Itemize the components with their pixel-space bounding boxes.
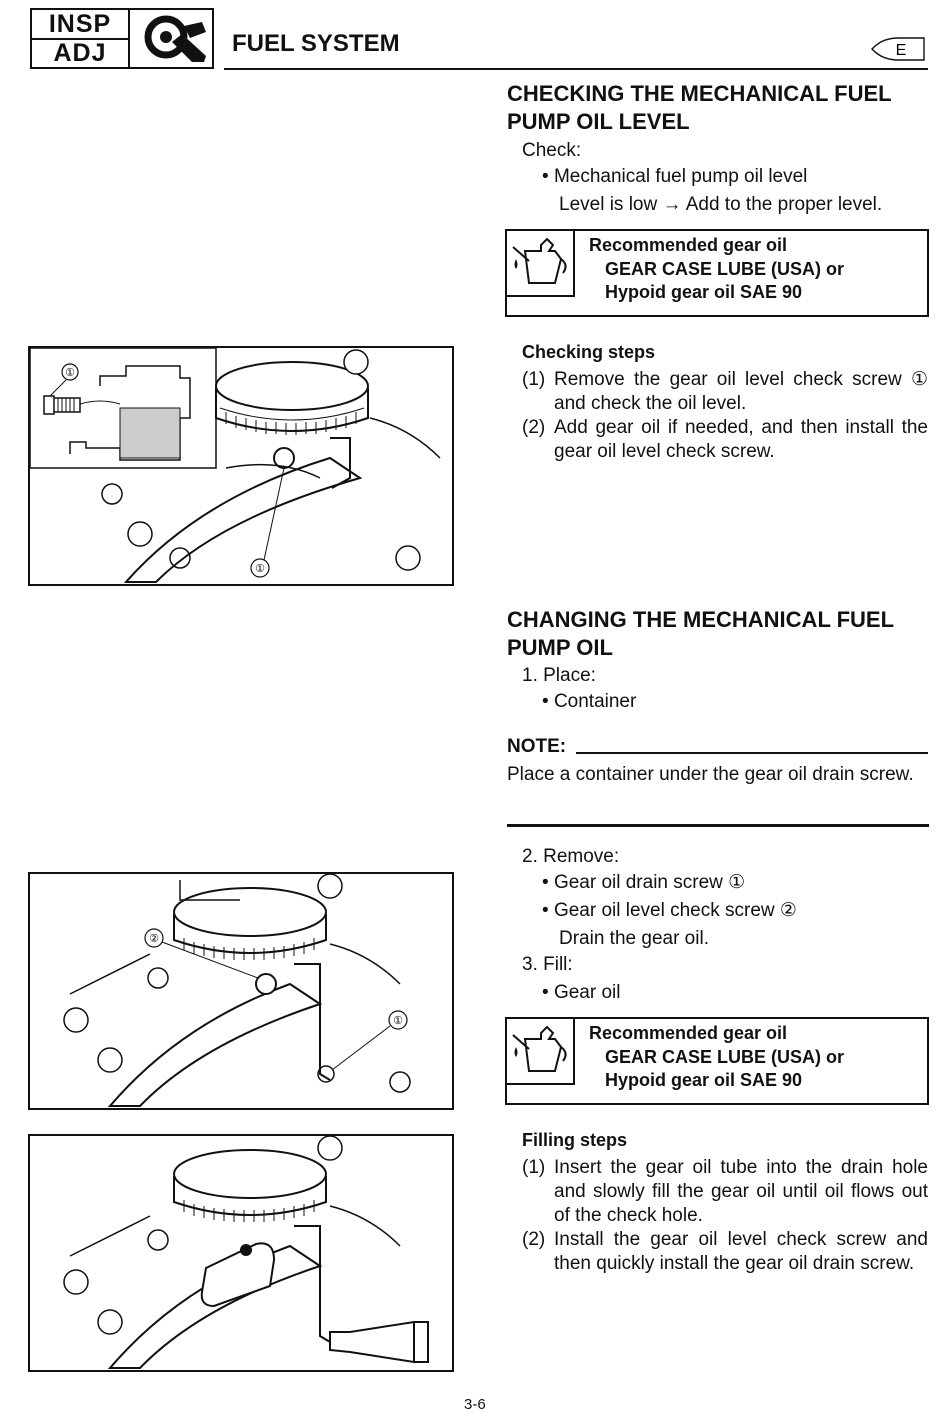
oil-can-icon [512, 237, 567, 284]
figure-drain-screws: ② ① [28, 872, 454, 1110]
check-bullet: • Mechanical fuel pump oil level [542, 166, 808, 187]
section-title: FUEL SYSTEM [232, 30, 400, 57]
checking-step-2-text: Add gear oil if needed, and then install… [554, 417, 928, 462]
lube-line3-2: Hypoid gear oil SAE 90 [605, 1070, 803, 1090]
check-label: Check: [522, 140, 582, 161]
language-badge-label: E [896, 42, 907, 59]
step1-bullet: • Container [542, 691, 637, 712]
checking-step-2-num: (2) [522, 417, 546, 438]
lube-recommendation-box-2: Recommended gear oil GEAR CASE LUBE (USA… [505, 1017, 929, 1105]
figure-1-drawing: ① ① [29, 347, 441, 583]
lube-title-1: Recommended gear oil [589, 235, 788, 255]
changing-title-line1: CHANGING THE MECHANICAL FUEL [507, 607, 895, 632]
wrench-inspection-icon [144, 15, 206, 62]
note-text: Place a container under the gear oil dra… [507, 764, 914, 785]
lube-icon-cell [507, 231, 575, 297]
filling-step-1-num: (1) [522, 1157, 546, 1178]
filling-step-1-text: Insert the gear oil tube into the drain … [554, 1157, 928, 1226]
filling-steps-title: Filling steps [522, 1130, 628, 1150]
note-label: NOTE: [507, 736, 567, 757]
step2-bullet2: • Gear oil level check screw ② [542, 900, 797, 921]
check-bullet-text: Mechanical fuel pump oil level [553, 166, 808, 187]
step2-label: 2. Remove: [522, 846, 620, 867]
step1-label: 1. Place: [522, 665, 596, 686]
container-shape [200, 1242, 276, 1308]
checking-title-line2: PUMP OIL LEVEL [507, 109, 690, 134]
checking-title-line1: CHECKING THE MECHANICAL FUEL [507, 81, 892, 106]
filling-step-1: (1) Insert the gear oil tube into the dr… [522, 1156, 930, 1228]
lube-line2-1: GEAR CASE LUBE (USA) or [605, 259, 845, 279]
check-bullet-note: Level is low → Add to the proper level. [559, 194, 883, 215]
figure-2-drawing: ② ① [63, 873, 411, 1107]
checking-step-1: (1) Remove the gear oil level check scre… [522, 368, 930, 416]
lube-line3-1: Hypoid gear oil SAE 90 [605, 282, 803, 302]
checking-step-1-num: (1) [522, 369, 546, 390]
lube-recommendation-box-1: Recommended gear oil GEAR CASE LUBE (USA… [505, 229, 929, 317]
step3-bullet-text: Gear oil [553, 982, 621, 1003]
lube-line2-2: GEAR CASE LUBE (USA) or [605, 1047, 845, 1067]
lube-title-2: Recommended gear oil [589, 1023, 788, 1043]
step3-bullet: • Gear oil [542, 982, 621, 1003]
filling-step-2: (2) Install the gear oil level check scr… [522, 1228, 930, 1300]
step2-note: Drain the gear oil. [559, 928, 709, 949]
oil-level-hatch [119, 407, 181, 459]
section-tab: INSP ADJ [30, 8, 214, 69]
filling-step-2-num: (2) [522, 1229, 546, 1250]
language-badge: E [871, 37, 925, 61]
page-number: 3-6 [464, 1396, 486, 1413]
figure-filling-gear-oil [28, 1134, 454, 1372]
note-rule-top [576, 752, 928, 754]
checking-step-2: (2) Add gear oil if needed, and then ins… [522, 416, 930, 464]
fig2-callout-1: ① [393, 1015, 403, 1027]
figure-oil-level-check: ① ① [28, 346, 454, 586]
screw-head [43, 395, 55, 415]
step1-bullet-text: Container [553, 691, 637, 712]
step3-label: 3. Fill: [522, 954, 573, 975]
header-rule [224, 68, 928, 70]
checking-steps-title: Checking steps [522, 342, 656, 362]
fig1-callout-1a: ① [65, 367, 75, 379]
lube-icon-cell-2 [507, 1019, 575, 1085]
filling-step-2-text: Install the gear oil level check screw a… [554, 1229, 928, 1274]
checking-step-1-text: Remove the gear oil level check screw ① … [554, 369, 928, 414]
tab-adj-label: ADJ [53, 39, 107, 67]
note-rule-bottom [507, 824, 929, 827]
fig2-callout-2: ② [149, 933, 159, 945]
oil-can-icon [512, 1025, 567, 1072]
figure-3-drawing [63, 1135, 429, 1369]
step2-bullet1-text: Gear oil drain screw ① [553, 872, 746, 893]
tab-insp-label: INSP [32, 10, 128, 40]
step2-bullet2-text: Gear oil level check screw ② [553, 900, 797, 921]
oil-tube-shape [329, 1320, 415, 1364]
step2-bullet1: • Gear oil drain screw ① [542, 872, 746, 893]
fig1-callout-1b: ① [255, 563, 265, 575]
tab-label-cells: INSP ADJ [32, 10, 130, 67]
changing-title-line2: PUMP OIL [507, 635, 613, 660]
